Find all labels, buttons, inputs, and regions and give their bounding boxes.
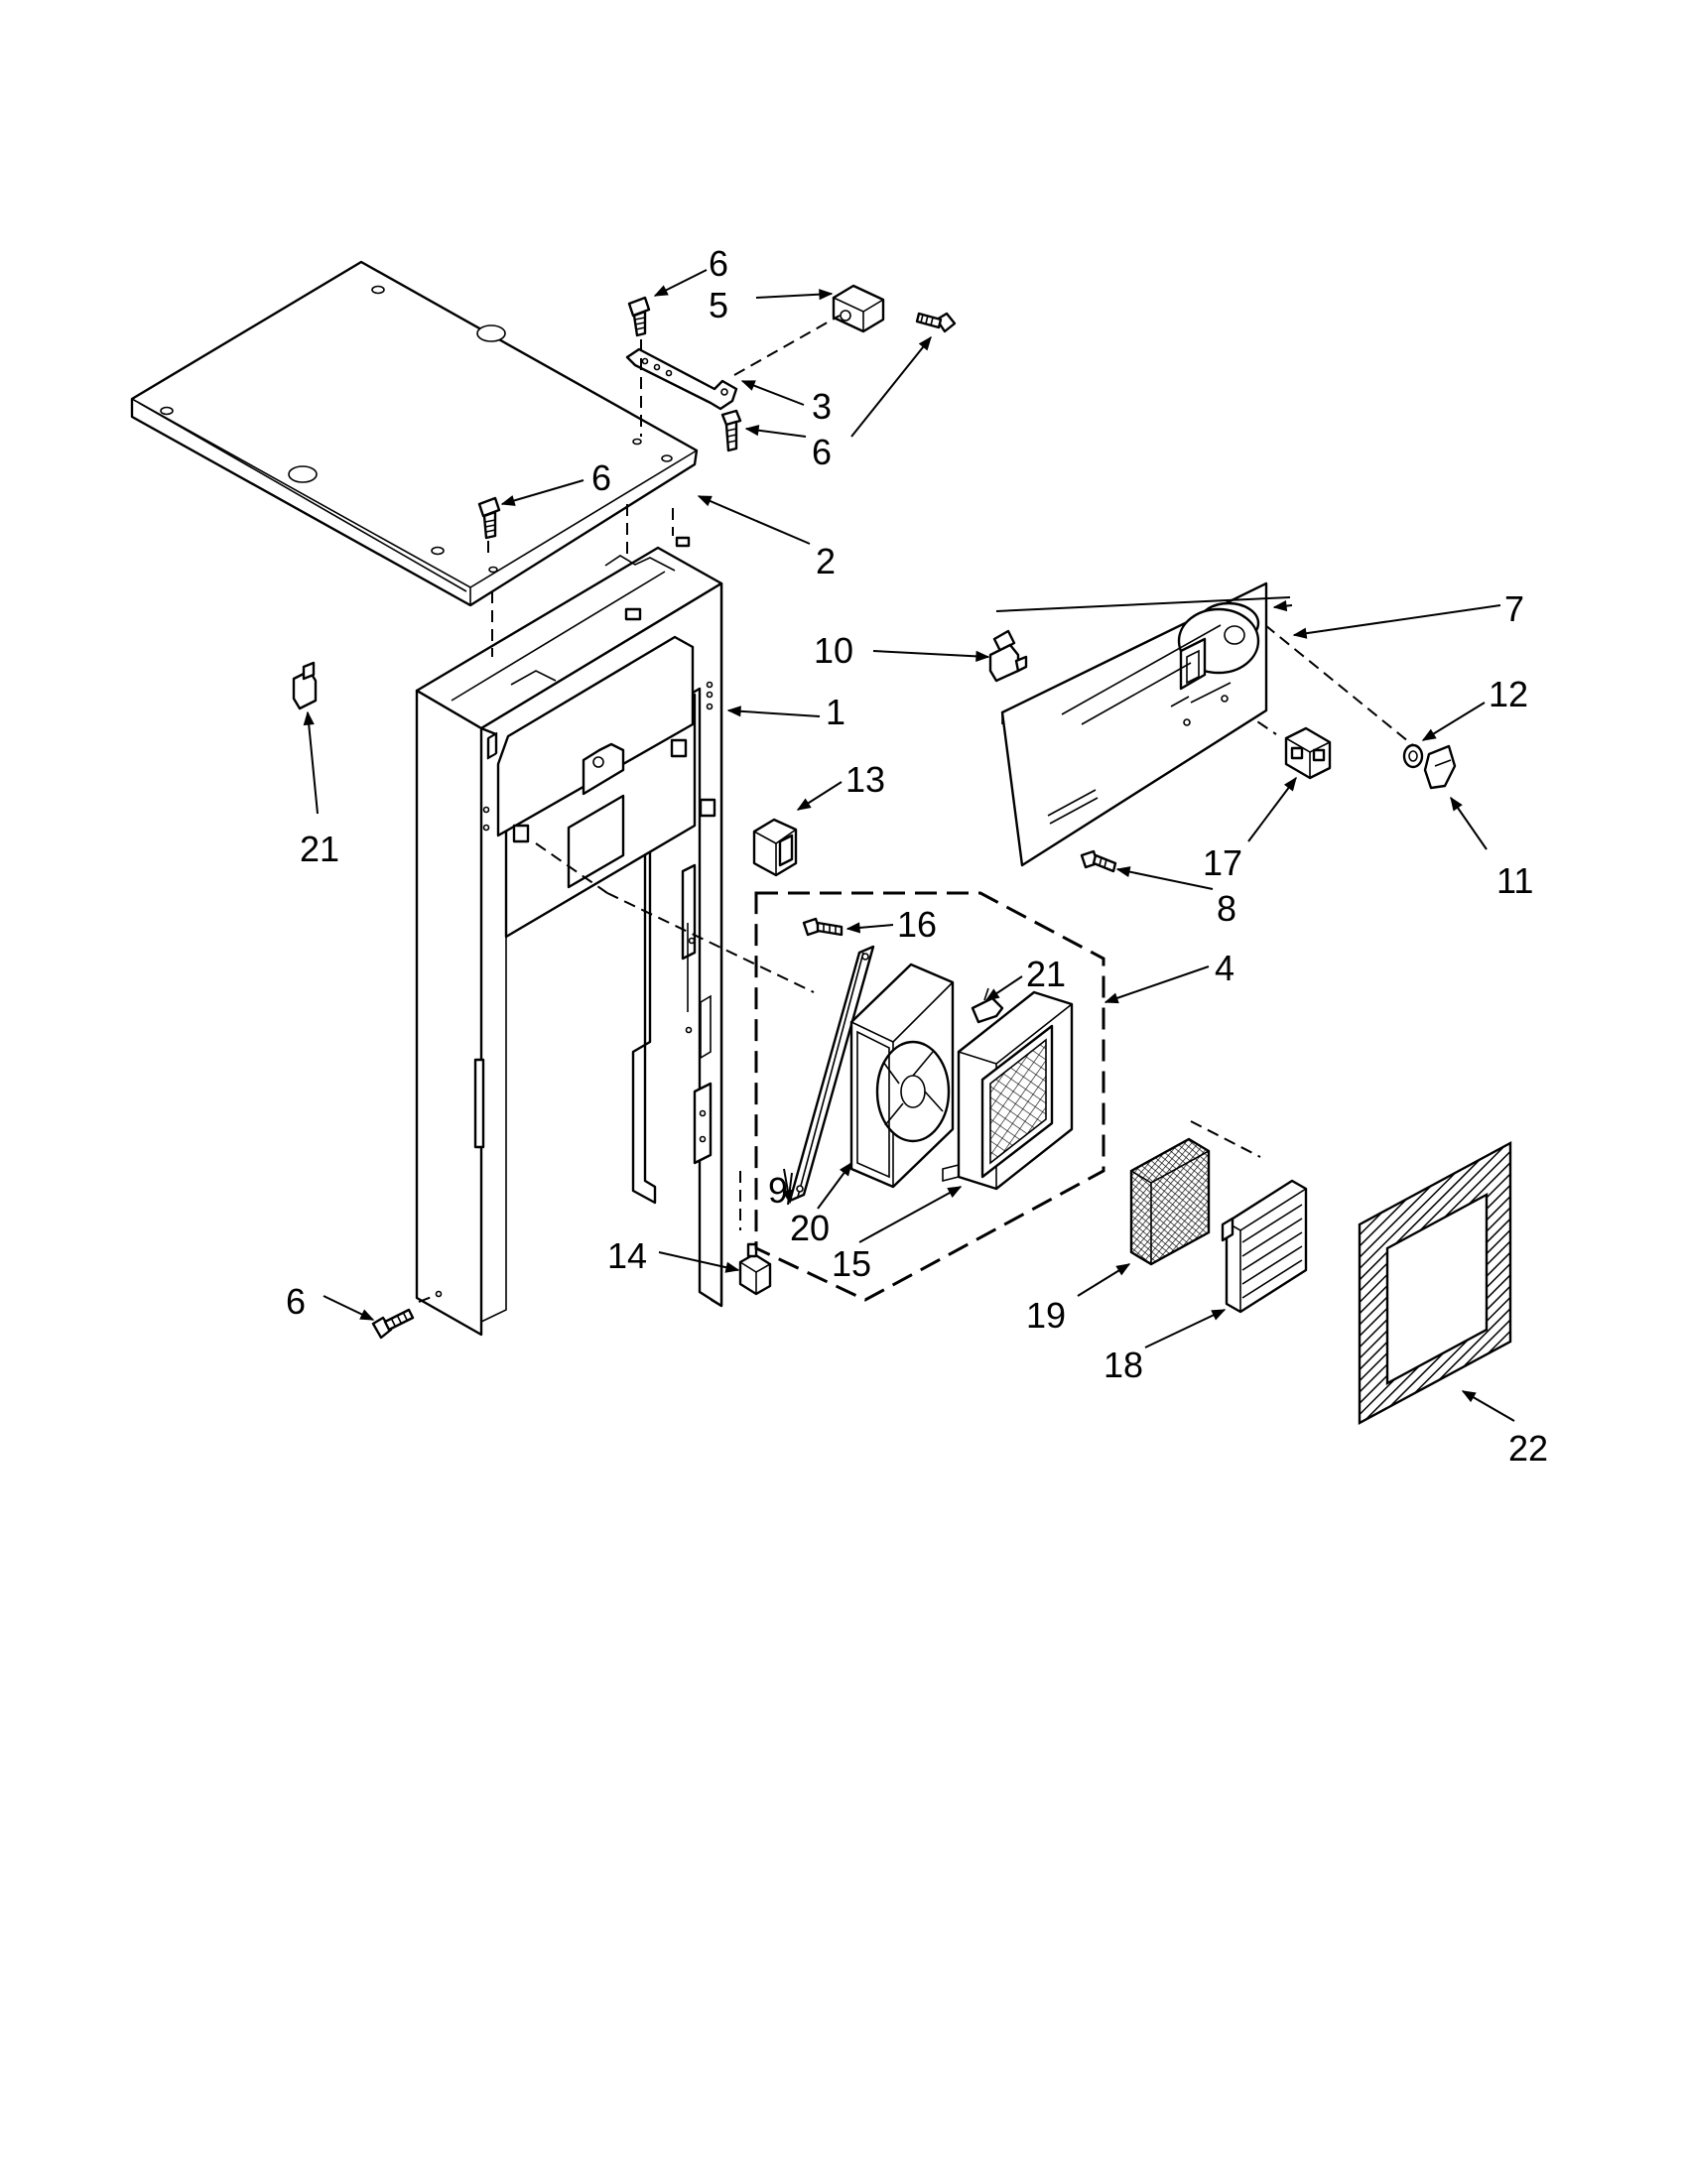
callout-6-plate: 6: [591, 457, 611, 498]
fan-part-20: [849, 963, 955, 1189]
callout-19: 19: [1026, 1295, 1066, 1336]
screw-under-bracket: [720, 409, 742, 452]
screw-bottom-left: [371, 1308, 415, 1340]
callout-17: 17: [1203, 842, 1242, 883]
knob-part-11: [1423, 744, 1457, 790]
callout-2: 2: [816, 541, 836, 581]
callout-21-left: 21: [300, 829, 339, 869]
callout-22: 22: [1508, 1428, 1548, 1469]
callout-12: 12: [1489, 674, 1528, 714]
callout-20: 20: [790, 1208, 830, 1248]
assembly-lines: [418, 315, 1420, 1303]
filter-part-19: [1129, 1137, 1211, 1266]
callout-5: 5: [709, 285, 728, 325]
callout-11: 11: [1496, 860, 1533, 901]
callout-16: 16: [897, 904, 937, 945]
louver-grille-part-18: [1221, 1179, 1308, 1314]
callout-4: 4: [1215, 948, 1234, 988]
bracket-strip-part-9: [788, 945, 875, 1203]
screw-top-right: [915, 312, 957, 333]
callout-8: 8: [1217, 888, 1236, 929]
callout-18: 18: [1104, 1345, 1143, 1385]
fan-assembly-part-4: [754, 891, 1105, 1302]
cabinet-frame-part-1: [415, 536, 723, 1337]
callout-10: 10: [814, 630, 853, 671]
switch-part-10: [988, 629, 1028, 683]
screw-part-16: [802, 917, 844, 937]
fan-guard-part-15: [942, 990, 1074, 1191]
callout-21-box: 21: [1026, 954, 1066, 994]
callout-6-right: 6: [812, 432, 832, 472]
control-panel-part-7: [1000, 581, 1268, 867]
callout-3: 3: [812, 386, 832, 427]
switch-part-14: [738, 1242, 772, 1296]
gasket-frame-part-22: [1358, 1140, 1512, 1426]
screw-plate: [477, 496, 501, 540]
callout-labels: 6 5 3 6 6 2 1 7 10 12 13 17 11 8 16 21 4…: [286, 243, 1548, 1469]
rocker-switch-part-13: [752, 818, 798, 877]
top-plate-part-2: [130, 260, 699, 607]
callout-6-bottom: 6: [286, 1281, 306, 1322]
clip-part-21-left: [292, 661, 318, 710]
callout-9: 9: [768, 1170, 788, 1211]
leader-lines: [303, 269, 1515, 1422]
callout-13: 13: [845, 759, 885, 800]
callout-7: 7: [1504, 588, 1524, 629]
screw-part-8: [1080, 849, 1117, 873]
callout-6-top: 6: [709, 243, 728, 284]
callout-15: 15: [832, 1243, 871, 1284]
callout-1: 1: [826, 692, 845, 732]
block-part-5: [832, 284, 885, 333]
screw-top-left: [627, 296, 651, 337]
nut-part-12: [1402, 743, 1424, 769]
callout-14: 14: [607, 1235, 647, 1276]
switch-block-part-17: [1284, 726, 1332, 780]
bracket-part-3: [625, 347, 738, 411]
